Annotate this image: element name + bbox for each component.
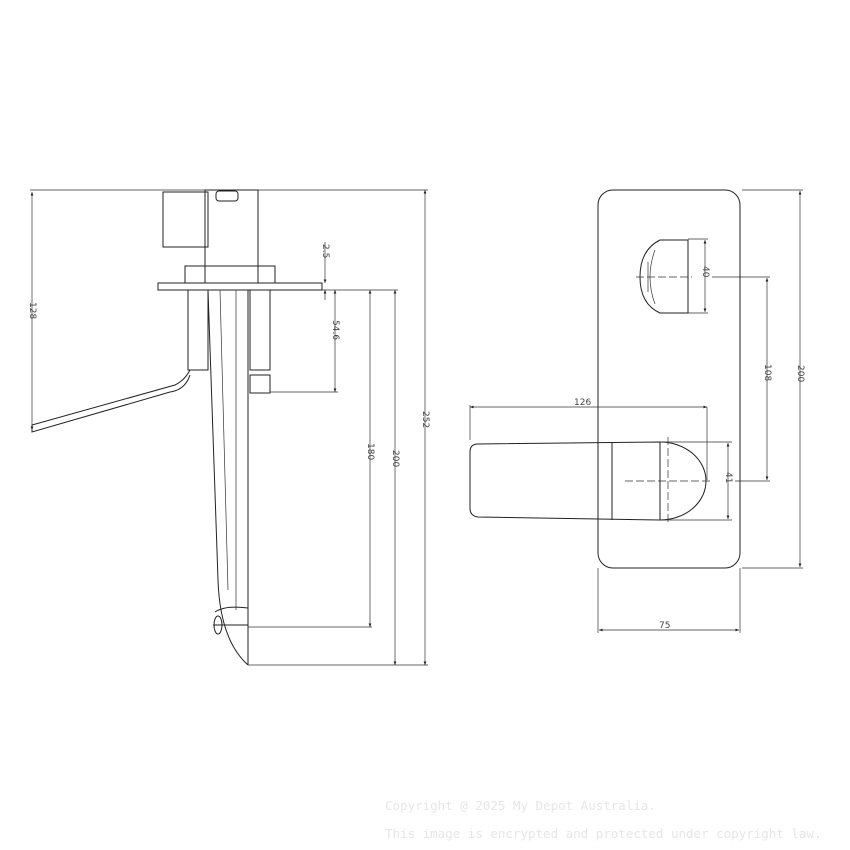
dim-75: 75 [659, 621, 670, 631]
dim-41: 41 [723, 472, 733, 483]
dim-126: 126 [574, 398, 591, 408]
spout [207, 289, 249, 666]
spout-outlet [639, 239, 689, 314]
lever-side [31, 369, 191, 433]
watermark-notice: This image is encrypted and protected un… [385, 826, 822, 841]
dim-128: 128 [27, 302, 37, 319]
dim-54-6: 54.6 [330, 320, 340, 340]
lever-front [469, 441, 661, 521]
wall-plate-front [597, 189, 741, 569]
dim-40: 40 [700, 266, 710, 278]
wall-plate [157, 282, 323, 291]
body-block [204, 189, 259, 284]
dim-200-front: 200 [795, 365, 805, 382]
side-view: 128 2.5 54.6 180 200 252 [27, 189, 430, 666]
watermark-copyright: Copyright @ 2025 My Depot Australia. [385, 798, 656, 813]
front-view: 126 40 41 108 200 75 [469, 189, 805, 633]
dim-180: 180 [365, 443, 375, 460]
dim-252: 252 [420, 411, 430, 428]
dim-2-5: 2.5 [320, 244, 330, 258]
handle-block [162, 191, 209, 248]
dim-200-side: 200 [390, 450, 400, 467]
dim-108: 108 [762, 364, 772, 381]
